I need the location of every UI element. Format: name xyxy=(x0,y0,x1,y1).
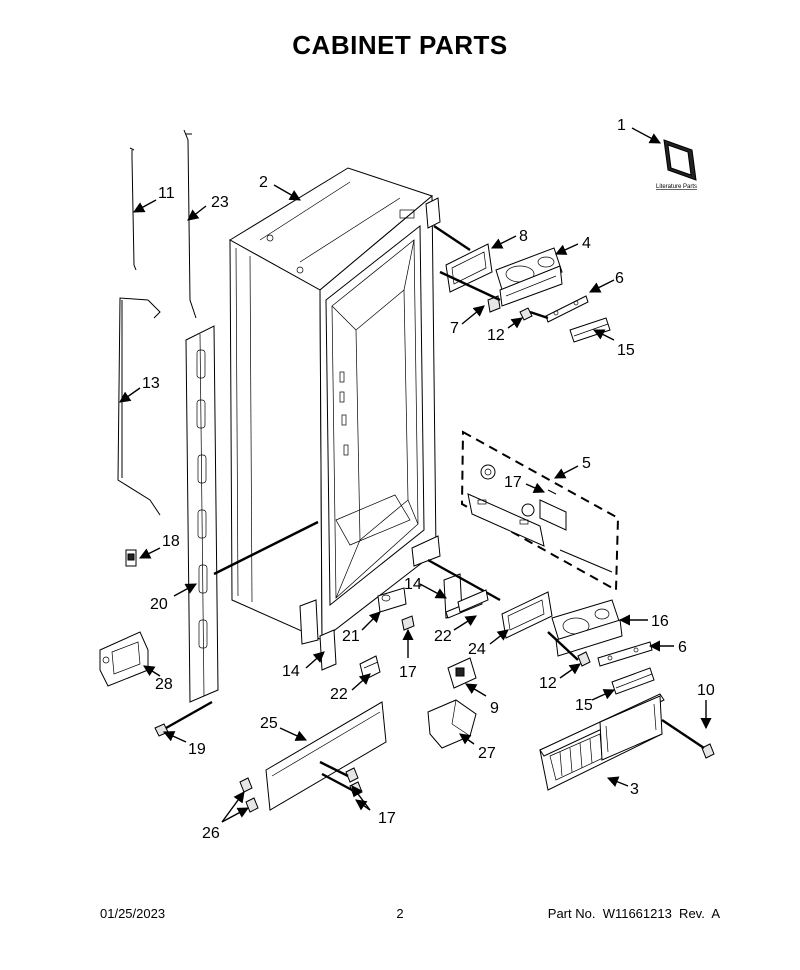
screw-part-19 xyxy=(154,700,213,737)
page-title: CABINET PARTS xyxy=(292,30,508,60)
callout-21: 21 xyxy=(342,628,360,645)
hinge-part-4 xyxy=(495,247,563,307)
callout-28: 28 xyxy=(155,676,173,693)
callout-14-left: 14 xyxy=(282,663,300,680)
bracket-part-15-top xyxy=(569,317,611,343)
callout-15-top: 15 xyxy=(617,342,635,359)
plate-part-6-top xyxy=(545,295,589,323)
literature-parts: Literature Parts xyxy=(656,139,697,190)
heater-part-13 xyxy=(117,297,161,516)
callout-25: 25 xyxy=(260,715,278,732)
callout-18: 18 xyxy=(162,533,180,550)
callout-6-bottom: 6 xyxy=(678,639,687,656)
callout-2: 2 xyxy=(259,174,268,191)
callout-1: 1 xyxy=(617,117,626,134)
callout-17-panel: 17 xyxy=(378,810,396,827)
callout-14-right: 14 xyxy=(404,576,422,593)
bracket-part-14-left xyxy=(319,629,337,671)
switch-part-9 xyxy=(447,657,477,689)
callout-16: 16 xyxy=(651,613,669,630)
callout-numbers: 1 2 3 4 5 6 6 7 8 9 10 11 12 12 13 14 14… xyxy=(142,117,715,842)
screw-part-10 xyxy=(661,719,715,759)
callout-4: 4 xyxy=(582,235,591,252)
callout-11: 11 xyxy=(158,185,175,202)
callout-23: 23 xyxy=(211,194,229,211)
callout-26: 26 xyxy=(202,825,220,842)
plate-part-6-bottom xyxy=(597,641,653,667)
footer-date: 01/25/2023 xyxy=(100,906,166,921)
trim-strip-part-20 xyxy=(185,325,219,703)
callout-20: 20 xyxy=(150,596,168,613)
screw-part-12-top xyxy=(519,307,533,321)
panel-part-25 xyxy=(265,701,387,811)
callout-12-top: 12 xyxy=(487,327,505,344)
wire-part-23 xyxy=(183,129,197,319)
hinge-part-16 xyxy=(551,599,623,657)
bracket-part-15-bottom xyxy=(611,667,655,695)
callout-15-bottom: 15 xyxy=(575,697,593,714)
callout-7: 7 xyxy=(450,320,459,337)
clip-part-18 xyxy=(125,549,137,567)
bracket-part-22-right xyxy=(457,589,489,613)
callout-12-bottom: 12 xyxy=(539,675,557,692)
callout-27: 27 xyxy=(478,745,496,762)
callout-19: 19 xyxy=(188,741,206,758)
hinge-kit-part-5 xyxy=(460,430,620,592)
callout-5: 5 xyxy=(582,455,591,472)
callout-3: 3 xyxy=(630,781,639,798)
bracket-part-21 xyxy=(377,587,407,613)
cabinet xyxy=(229,167,441,645)
footer-page-number: 2 xyxy=(396,906,404,921)
callout-8: 8 xyxy=(519,228,528,245)
callout-9: 9 xyxy=(490,700,499,717)
callout-17-kit: 17 xyxy=(504,474,522,491)
callout-13: 13 xyxy=(142,375,160,392)
callout-6-top: 6 xyxy=(615,270,624,287)
wire-part-11 xyxy=(129,147,137,271)
screw-part-12-bottom xyxy=(577,651,591,667)
bezel-part-24 xyxy=(501,591,553,639)
callout-22-left: 22 xyxy=(330,686,348,703)
callout-10: 10 xyxy=(697,682,715,699)
screw-part-17-mid xyxy=(401,615,415,631)
bracket-part-28 xyxy=(99,631,149,687)
screws-part-26 xyxy=(239,777,259,813)
footer-part-info: Part No. W11661213 Rev. A xyxy=(547,906,720,921)
callout-17-mid: 17 xyxy=(399,664,417,681)
callout-24: 24 xyxy=(468,641,486,658)
grille-part-3 xyxy=(539,693,665,791)
leader-lines xyxy=(119,127,712,823)
literature-label: Literature Parts xyxy=(656,184,697,190)
callout-22-right: 22 xyxy=(434,628,452,645)
bracket-part-22-left xyxy=(359,655,381,681)
